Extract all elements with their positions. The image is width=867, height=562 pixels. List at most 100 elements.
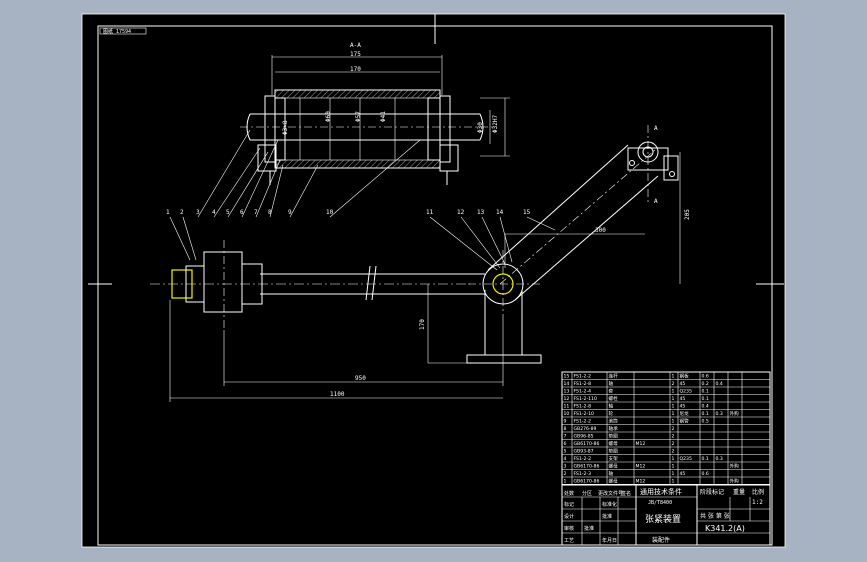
bom-cell: 垫圈 bbox=[609, 433, 619, 440]
bom-cell: 0.1 bbox=[702, 396, 709, 402]
bom-cell: 14 bbox=[564, 381, 570, 387]
bom-cell: M12 bbox=[636, 464, 646, 470]
bom-cell: 2 bbox=[672, 426, 675, 432]
dim-d32h7: Φ32H7 bbox=[492, 115, 499, 133]
bom-cell: 1 bbox=[672, 396, 675, 402]
dim-d41: Φ41 bbox=[380, 111, 387, 122]
tb-row-0: 标记 bbox=[564, 501, 574, 508]
section-label: A-A bbox=[350, 42, 361, 49]
tb-col-3: 签名 bbox=[621, 490, 631, 497]
bom-cell: 0.4 bbox=[716, 381, 723, 387]
bom-cell: FS1-2-8 bbox=[574, 381, 592, 387]
bom-cell: 轴 bbox=[609, 470, 614, 477]
tb-col-2: 更改文件号 bbox=[598, 490, 623, 497]
bom-cell: 0.3 bbox=[716, 456, 723, 462]
dim-left: Φ3×8 bbox=[282, 120, 289, 135]
bom-cell: 6 bbox=[564, 441, 567, 447]
bom-cell: 轴 bbox=[609, 380, 614, 387]
section-view-aa: A-A 175 170 Φ60 Φ57 Φ41 Φ3 bbox=[240, 42, 510, 185]
bom-cell: 外购 bbox=[730, 463, 740, 470]
dim-175: 175 bbox=[350, 51, 361, 58]
balloon-4: 4 bbox=[212, 209, 216, 216]
bom-cell: 套 bbox=[609, 388, 614, 395]
view-a-top: A bbox=[654, 125, 658, 132]
bom-cell: 垫圈 bbox=[609, 448, 619, 455]
bom-cell: 0.6 bbox=[702, 471, 709, 477]
bom-cell: 1 bbox=[672, 479, 675, 485]
bom-cell: 8 bbox=[564, 426, 567, 432]
bom-cell: FS1-2-10 bbox=[574, 411, 595, 417]
bom-cell: 钢管 bbox=[680, 418, 690, 425]
tb-label-approve: 批准 bbox=[602, 513, 612, 520]
bom-cell: 2 bbox=[672, 449, 675, 455]
bom-cell: 2 bbox=[672, 434, 675, 440]
bom-cell: 钢板 bbox=[680, 373, 690, 380]
dim-205: 205 bbox=[684, 209, 691, 220]
balloon-13: 13 bbox=[477, 209, 485, 216]
bom-cell: 1 bbox=[672, 411, 675, 417]
balloon-8: 8 bbox=[268, 209, 272, 216]
balloon-2: 2 bbox=[180, 209, 184, 216]
bom-cell: 0.6 bbox=[702, 374, 709, 380]
balloon-6: 6 bbox=[240, 209, 244, 216]
bom-cell: 1 bbox=[672, 389, 675, 395]
tb-std: JB/T8400 bbox=[648, 500, 672, 506]
bom-cell: 2 bbox=[564, 471, 567, 477]
tb-project: 通用技术条件 bbox=[640, 487, 682, 496]
title-block: 通用技术条件 JB/T8400 张紧装置 装配件 阶段标记 重量 比例 1:2 … bbox=[561, 484, 771, 546]
tb-stage: 阶段标记 bbox=[700, 488, 724, 496]
bom-cell: 0.5 bbox=[702, 419, 709, 425]
tb-row-4: 批准 bbox=[584, 525, 594, 532]
bom-cell: FS1-2-2 bbox=[574, 456, 592, 462]
tb-row-1: 设计 bbox=[564, 513, 574, 520]
bom-cell: GB276-89 bbox=[574, 426, 597, 432]
bom-cell: GB6170-86 bbox=[574, 464, 600, 470]
dim-d30: Φ30 bbox=[477, 122, 484, 133]
bom-cell: 13 bbox=[564, 389, 570, 395]
tb-col-1: 分区 bbox=[582, 490, 592, 497]
dim-170: 170 bbox=[350, 66, 361, 73]
tb-row-2: 审核 bbox=[564, 525, 574, 532]
bom-cell: M12 bbox=[636, 479, 646, 485]
tb-scale-val: 1:2 bbox=[752, 499, 763, 506]
bom-cell: 2 bbox=[672, 381, 675, 387]
balloon-9: 9 bbox=[288, 209, 292, 216]
bom-cell: 7 bbox=[564, 434, 567, 440]
bom-cell: 0.1 bbox=[702, 389, 709, 395]
balloon-7: 7 bbox=[254, 209, 258, 216]
balloon-3: 3 bbox=[196, 209, 200, 216]
bom-cell: 外购 bbox=[730, 410, 740, 417]
tb-row-3: 工艺 bbox=[564, 538, 574, 544]
dim-1100: 1100 bbox=[330, 391, 345, 398]
bom-cell: 支架 bbox=[609, 455, 619, 462]
bom-cell: 5 bbox=[564, 449, 567, 455]
stamp-box bbox=[99, 27, 147, 35]
balloon-5: 5 bbox=[226, 209, 230, 216]
dim-170-front: 170 bbox=[419, 319, 426, 330]
bom-cell: 9 bbox=[564, 419, 567, 425]
bom-cell: 螺母 bbox=[609, 440, 619, 447]
balloon-1: 1 bbox=[166, 209, 170, 216]
bom-cell: 45 bbox=[680, 404, 686, 410]
bom-cell: FS1-2-110 bbox=[574, 396, 597, 402]
tb-assembly: 装配件 bbox=[652, 536, 670, 544]
bom-cell: 4 bbox=[564, 456, 567, 462]
tb-label-std: 标准化 bbox=[602, 501, 617, 508]
bom-cell: 0.3 bbox=[716, 411, 723, 417]
bom-cell: 连杆 bbox=[609, 373, 619, 380]
tb-sheets: 共 张 第 张 bbox=[700, 512, 730, 520]
balloon-14: 14 bbox=[496, 209, 504, 216]
bom-cell: GB6170-86 bbox=[574, 479, 600, 485]
balloon-15: 15 bbox=[523, 209, 531, 216]
bom-cell: Q235 bbox=[680, 456, 692, 462]
bom-cell: 轴 bbox=[609, 403, 614, 410]
bom-cell: 外购 bbox=[730, 478, 740, 485]
bom-cell: 45 bbox=[680, 396, 686, 402]
dim-d57: Φ57 bbox=[355, 111, 362, 122]
bom-cell: 0.4 bbox=[702, 404, 709, 410]
bom-cell: 1 bbox=[564, 479, 567, 485]
tb-name: 张紧装置 bbox=[645, 513, 681, 525]
tb-col-4: 年月日 bbox=[602, 537, 617, 544]
